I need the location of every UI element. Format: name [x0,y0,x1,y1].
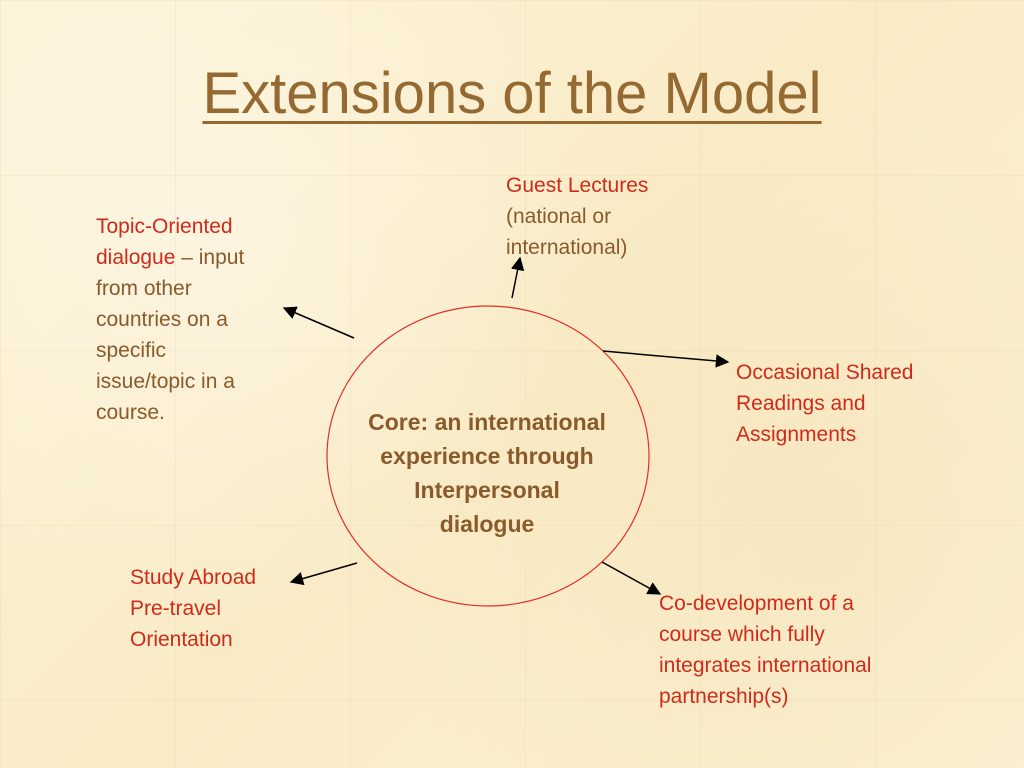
arrow-to-co-development [601,561,662,595]
slide-title: Extensions of the Model [0,62,1024,126]
core-line3: Interpersonal [414,477,560,503]
topic-oriented-line6: issue/topic in a [96,370,235,393]
shared-readings-line1: Occasional Shared [736,361,914,384]
study-abroad-line2: Pre-travel [130,597,222,620]
study-abroad-line3: Orientation [130,628,233,651]
topic-oriented-line1: Topic-Oriented [96,215,233,238]
topic-oriented-line3: from other [96,277,192,300]
guest-lectures-line3: international) [506,236,628,259]
arrow-to-shared-readings [602,350,730,368]
core-line4: dialogue [439,511,535,537]
guest-lectures-line2: (national or [506,205,612,228]
topic-oriented-line4: countries on a [96,308,228,331]
study-abroad-line1: Study Abroad [130,566,257,589]
slide-title-text: Extensions of the Model [202,61,822,126]
co-development-line1: Co-development of a [659,592,854,615]
topic-oriented-label: Topic-Oriented dialogue – input from oth… [96,211,291,428]
arrow-to-topic-oriented [282,306,355,339]
core-label: Core: an international experience throug… [330,405,644,541]
arrow-to-guest-lectures [510,256,525,299]
guest-lectures-label: Guest Lectures (national or internationa… [506,170,706,263]
co-development-line3: integrates international [659,654,872,677]
core-line2: experience through [380,443,594,469]
topic-oriented-line5: specific [96,339,167,362]
topic-oriented-line2a: dialogue [96,246,176,269]
shared-readings-line2: Readings and [736,392,866,415]
core-line1: Core: an international [368,409,606,435]
topic-oriented-line2b: – input [175,246,245,269]
shared-readings-label: Occasional Shared Readings and Assignmen… [736,357,986,450]
guest-lectures-line1: Guest Lectures [506,174,649,197]
co-development-line4: partnership(s) [659,685,789,708]
topic-oriented-line2: dialogue – input [96,242,291,273]
arrow-to-study-abroad [289,562,358,586]
co-development-line2: course which fully [659,623,825,646]
topic-oriented-line7: course. [96,401,165,424]
co-development-label: Co-development of a course which fully i… [659,588,959,712]
shared-readings-line3: Assignments [736,423,857,446]
study-abroad-label: Study Abroad Pre-travel Orientation [130,562,330,655]
core-circle [326,305,650,607]
